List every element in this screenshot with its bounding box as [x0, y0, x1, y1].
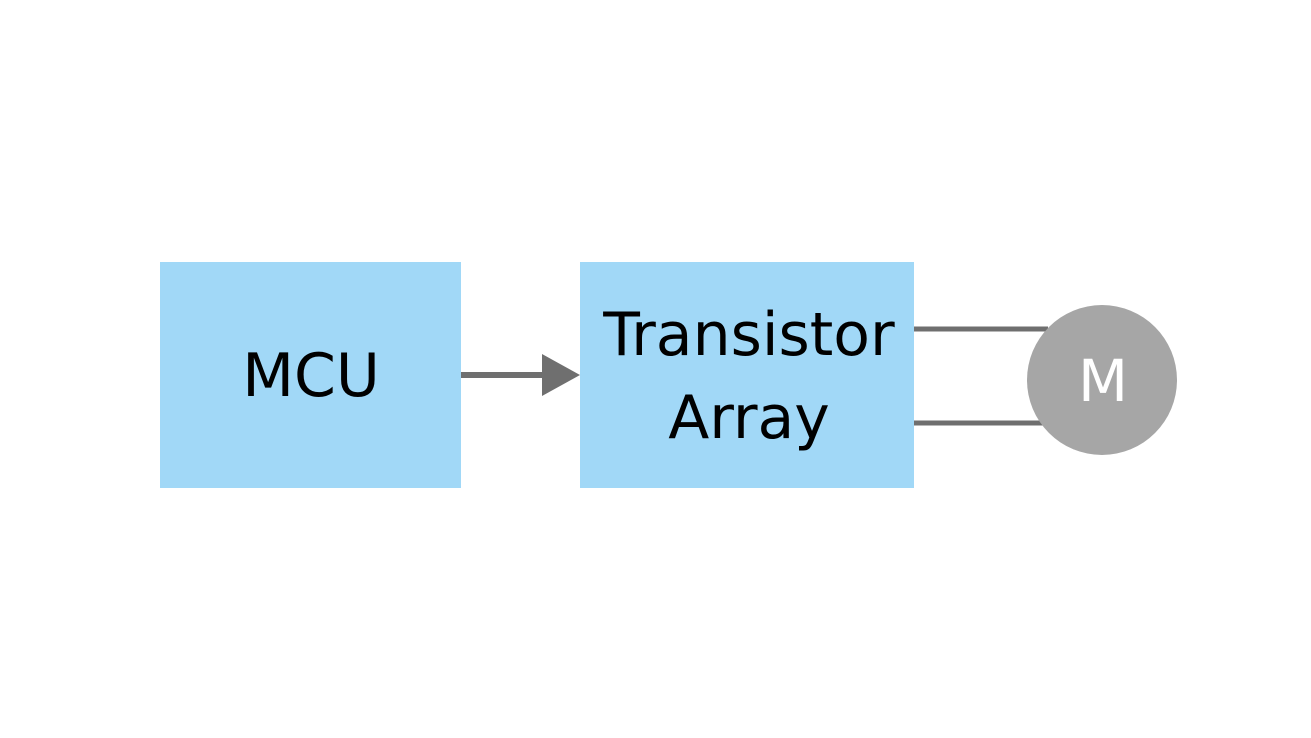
transistor-array-box — [580, 262, 914, 488]
motor-node: M — [1027, 305, 1177, 455]
motor-circle — [1027, 305, 1177, 455]
motor-label: M — [1078, 347, 1128, 415]
mcu-block: MCU — [160, 262, 461, 488]
mcu-label: MCU — [242, 341, 380, 411]
transistor-array-block: Transistor Array — [580, 262, 914, 488]
mcu-box — [160, 262, 461, 488]
transistor-array-label-line2: Array — [668, 383, 830, 453]
mcu-to-transistor-arrowhead — [542, 354, 580, 396]
transistor-array-label-line1: Transistor — [602, 300, 895, 370]
